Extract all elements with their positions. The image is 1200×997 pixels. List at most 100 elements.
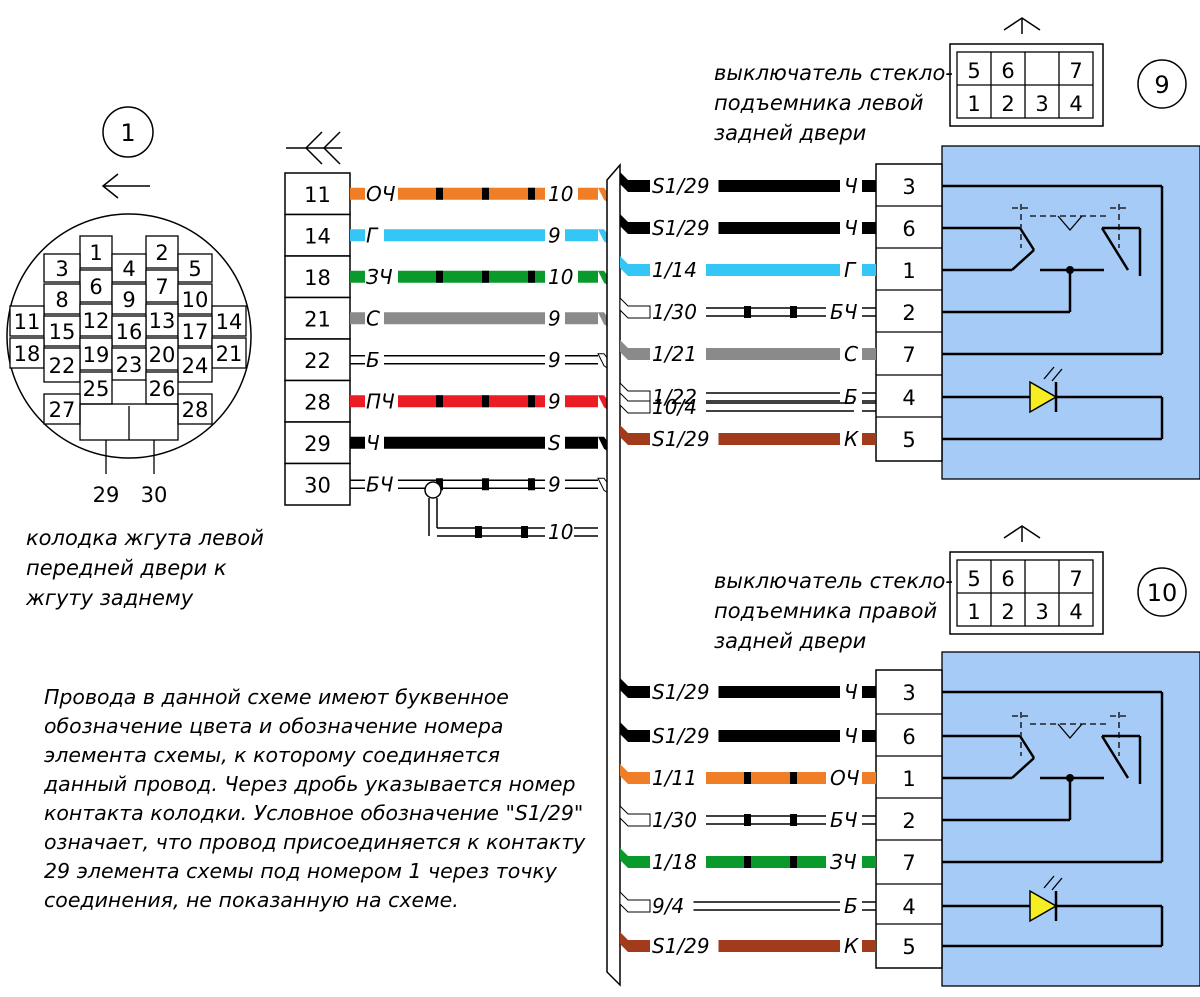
harness-pin-cell <box>284 338 351 382</box>
plug-pin-number: 6 <box>1001 59 1014 83</box>
led-icon <box>1029 889 1058 923</box>
switch-wire-label: S1/29 <box>652 174 710 198</box>
wire-bus-bar <box>606 162 621 987</box>
connector-pin-number: 9 <box>122 288 135 312</box>
wire-bend <box>619 890 651 913</box>
switch-wire-label: 1/11 <box>652 766 697 790</box>
wire-band <box>862 686 876 698</box>
wire-band <box>862 856 876 868</box>
switch-number-circle <box>1137 59 1187 109</box>
wire-bend <box>620 256 650 276</box>
note-line: означает, что провод присоединяется к ко… <box>44 830 586 854</box>
harness-wire-target: 9 <box>548 472 561 496</box>
connector-pin-number: 8 <box>55 288 68 312</box>
note-line: контакта колодки. Условное обозначение "… <box>44 801 584 825</box>
note-line: соединения, не показанную на схеме. <box>44 888 459 912</box>
connector-pin-cell <box>177 347 213 383</box>
connector-pin-cell <box>111 347 147 381</box>
wire-band <box>384 436 545 449</box>
switch-pin-number: 7 <box>902 343 915 367</box>
switch-wire <box>693 901 840 911</box>
wire-band <box>862 433 876 445</box>
wire-stripe <box>436 270 443 283</box>
harness-wire-code: С <box>366 306 380 330</box>
led-ray <box>1051 368 1063 382</box>
wire-band <box>565 436 598 449</box>
connector-pin-number: 19 <box>83 343 110 367</box>
switch-wire-stub <box>862 222 876 234</box>
harness-wire-stub <box>350 270 365 283</box>
plug-symbol-head <box>1003 17 1041 31</box>
switch-pin-number: 3 <box>902 681 915 705</box>
plug-pin-number: 3 <box>1035 92 1048 116</box>
plug-pin-number: 2 <box>1001 92 1014 116</box>
connector-caption-line: передней двери к <box>26 556 227 580</box>
wire-band <box>350 187 365 200</box>
harness-wire <box>398 270 545 283</box>
connector-pin-number: 24 <box>182 354 209 378</box>
harness-wire <box>384 312 545 325</box>
harness-pin-cell <box>284 379 351 423</box>
switch-circuit-wire <box>1018 227 1036 251</box>
wire-band <box>862 348 876 360</box>
harness-wire-target: 10 <box>548 265 573 289</box>
connector-caption-line: колодка жгута левой <box>26 526 264 550</box>
harness-wire <box>384 436 545 449</box>
connector-pin-cell <box>79 269 113 303</box>
wire-band <box>706 856 826 868</box>
wire-band <box>350 229 365 242</box>
connector-pin-cell <box>111 283 147 315</box>
switch-wire <box>718 940 840 952</box>
harness-wire-end <box>578 187 598 200</box>
wire-stripe <box>528 187 535 200</box>
switch-wire-label: S1/29 <box>652 724 710 748</box>
harness-wire <box>384 355 545 365</box>
wire-band <box>565 229 598 242</box>
switch-wire-code: Б <box>844 894 858 918</box>
switch-wire <box>706 402 854 412</box>
harness-wire-end <box>565 355 598 365</box>
harness-wire-stub <box>350 187 365 200</box>
connector-pin-number: 17 <box>182 320 209 344</box>
wire-bend <box>620 722 650 742</box>
switch-wire-label: 1/21 <box>652 342 697 366</box>
connector-pin-cell <box>43 315 81 347</box>
wire-stripe <box>528 478 535 491</box>
harness-pin-number: 22 <box>304 349 331 373</box>
switch-linkage-key <box>1057 723 1083 739</box>
switch-caption-line: выключатель стекло- <box>714 61 953 85</box>
wire-stripe <box>475 526 482 538</box>
connector-pin-number: 12 <box>83 309 110 333</box>
harness-wire-target: 9 <box>548 348 561 372</box>
plug-symbol-head <box>1003 525 1041 539</box>
plug-pin-number: 4 <box>1069 92 1082 116</box>
branch-wire-target: 10 <box>548 520 573 544</box>
connector-pin-30: 30 <box>141 483 168 507</box>
switch-pin-number: 7 <box>902 851 915 875</box>
connector-pin-number: 6 <box>89 275 102 299</box>
connector-pin-number: 2 <box>155 241 168 265</box>
wire-bend <box>619 391 651 414</box>
connector-pin-number: 7 <box>155 275 168 299</box>
switch-wire <box>706 814 826 826</box>
wire-band <box>718 433 840 445</box>
switch-pin-number: 6 <box>902 217 915 241</box>
switch-wire-code: ЗЧ <box>830 850 857 874</box>
connector-pin-cell <box>43 347 81 383</box>
switch-wire-code: БЧ <box>830 300 858 324</box>
note-line: обозначение цвета и обозначение номера <box>44 714 504 738</box>
wire-stripe <box>436 395 443 408</box>
wire-bend <box>619 804 651 827</box>
connector-pin-cell <box>177 253 213 283</box>
led-ray <box>1043 875 1055 889</box>
connector-pin-number: 27 <box>49 398 76 422</box>
switch-wire-code: Ч <box>844 216 858 240</box>
wire-band <box>706 348 840 360</box>
harness-wire-code: БЧ <box>366 472 394 496</box>
switch-wire-stub <box>862 730 876 742</box>
harness-wire-stub <box>350 312 365 325</box>
switch-wire-code: С <box>844 342 858 366</box>
connector-pin-number: 20 <box>149 343 176 367</box>
